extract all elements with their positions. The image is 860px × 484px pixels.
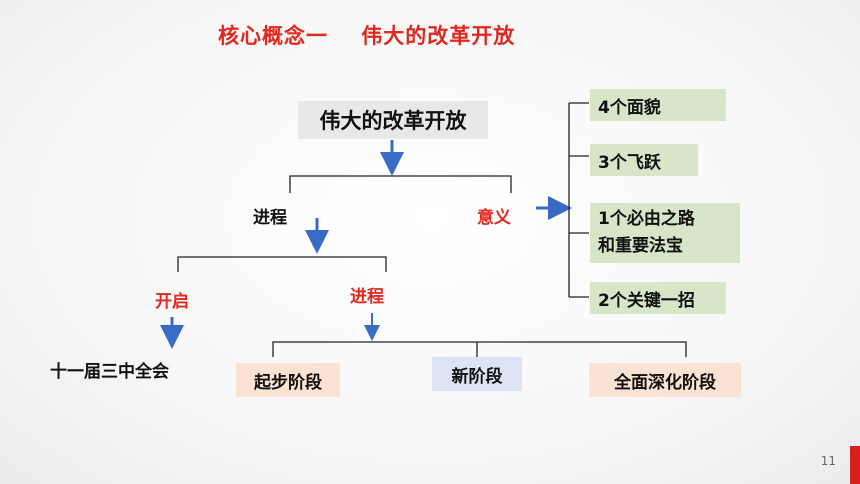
page-number: 11 <box>820 454 836 468</box>
stage-deepening: 全面深化阶段 <box>589 363 741 397</box>
process2-node: 进程 <box>350 287 384 307</box>
stage-initial: 起步阶段 <box>236 363 340 397</box>
slide-title: 核心概念一 伟大的改革开放 <box>218 24 516 48</box>
level2-bracket <box>177 256 387 272</box>
start-node: 开启 <box>155 292 189 312</box>
sig-two-keys: 2个关键一招 <box>590 282 726 314</box>
sig-four-aspects: 4个面貌 <box>590 89 726 121</box>
significance-node: 意义 <box>477 208 511 228</box>
corner-accent <box>850 446 860 484</box>
root-node: 伟大的改革开放 <box>298 101 488 139</box>
sig-three-leaps: 3个飞跃 <box>590 144 698 176</box>
third-plenum-node: 十一届三中全会 <box>50 362 169 382</box>
sig-one-path: 1个必由之路 和重要法宝 <box>590 203 740 263</box>
stages-bracket <box>272 341 687 357</box>
process-node: 进程 <box>253 208 287 228</box>
stage-new: 新阶段 <box>432 357 522 391</box>
level1-bracket <box>289 175 512 193</box>
